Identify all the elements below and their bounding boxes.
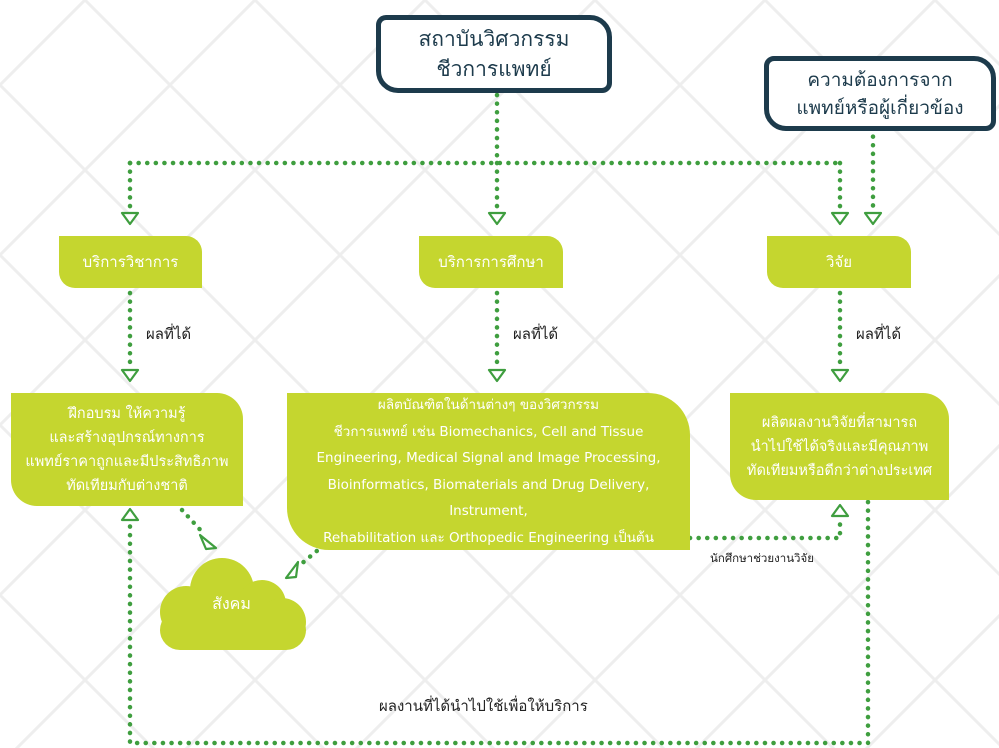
- label-students-assist: นักศึกษาช่วยงานวิจัย: [710, 551, 814, 565]
- institute-label: สถาบันวิศวกรรม ชีวการแพทย์: [418, 27, 570, 81]
- arrowhead-outcome-academic: [120, 368, 140, 383]
- label-feedback: ผลงานที่ได้นำไปใช้เพื่อให้บริการ: [379, 697, 588, 715]
- arrowhead-needs: [863, 211, 883, 226]
- node-outcome-research: ผลิตผลงานวิจัยที่สามารถ นำไปใช้ได้จริงแล…: [730, 393, 949, 500]
- node-institute: สถาบันวิศวกรรม ชีวการแพทย์: [376, 15, 612, 93]
- edge-academic-society: [179, 507, 208, 538]
- label-result-education: ผลที่ได้: [513, 325, 559, 343]
- arrowhead-outcome-education: [487, 368, 507, 383]
- node-research: วิจัย: [767, 236, 911, 288]
- outcome-academic-label: ฝึกอบรม ให้ความรู้ และสร้างอุปกรณ์ทางการ…: [25, 405, 229, 494]
- outcome-education-label: ผลิตบัณฑิตในด้านต่างๆ ของวิศวกรรม ชีวการ…: [316, 397, 661, 546]
- arrowhead-research: [830, 211, 850, 226]
- node-academic-service: บริการวิชาการ: [59, 236, 202, 288]
- arrowhead-students: [830, 503, 850, 518]
- label-result-research: ผลที่ได้: [856, 325, 902, 343]
- research-label: วิจัย: [825, 253, 852, 271]
- education-service-label: บริการการศึกษา: [438, 253, 544, 271]
- arrowhead-feedback: [120, 507, 140, 522]
- node-outcome-academic: ฝึกอบรม ให้ความรู้ และสร้างอุปกรณ์ทางการ…: [11, 393, 243, 506]
- node-outcome-education: ผลิตบัณฑิตในด้านต่างๆ ของวิศวกรรม ชีวการ…: [287, 393, 690, 550]
- outcome-research-label: ผลิตผลงานวิจัยที่สามารถ นำไปใช้ได้จริงแล…: [746, 414, 933, 479]
- label-result-academic: ผลที่ได้: [146, 325, 192, 343]
- arrowhead-society-left: [198, 533, 218, 551]
- node-needs: ความต้องการจาก แพทย์หรือผู้เกี่ยวข้อง: [764, 56, 996, 131]
- edge-students-research: [687, 515, 843, 541]
- arrowhead-society-right: [284, 560, 300, 580]
- node-education-service: บริการการศึกษา: [419, 236, 563, 288]
- society-label: สังคม: [212, 594, 251, 613]
- needs-label: ความต้องการจาก แพทย์หรือผู้เกี่ยวข้อง: [796, 68, 964, 119]
- arrowhead-outcome-research: [830, 368, 850, 383]
- arrowhead-education: [487, 211, 507, 226]
- academic-service-label: บริการวิชาการ: [82, 253, 179, 271]
- society-cloud-icon: [160, 558, 306, 650]
- arrowhead-academic: [120, 211, 140, 226]
- edge-feedback-loop: [127, 499, 871, 746]
